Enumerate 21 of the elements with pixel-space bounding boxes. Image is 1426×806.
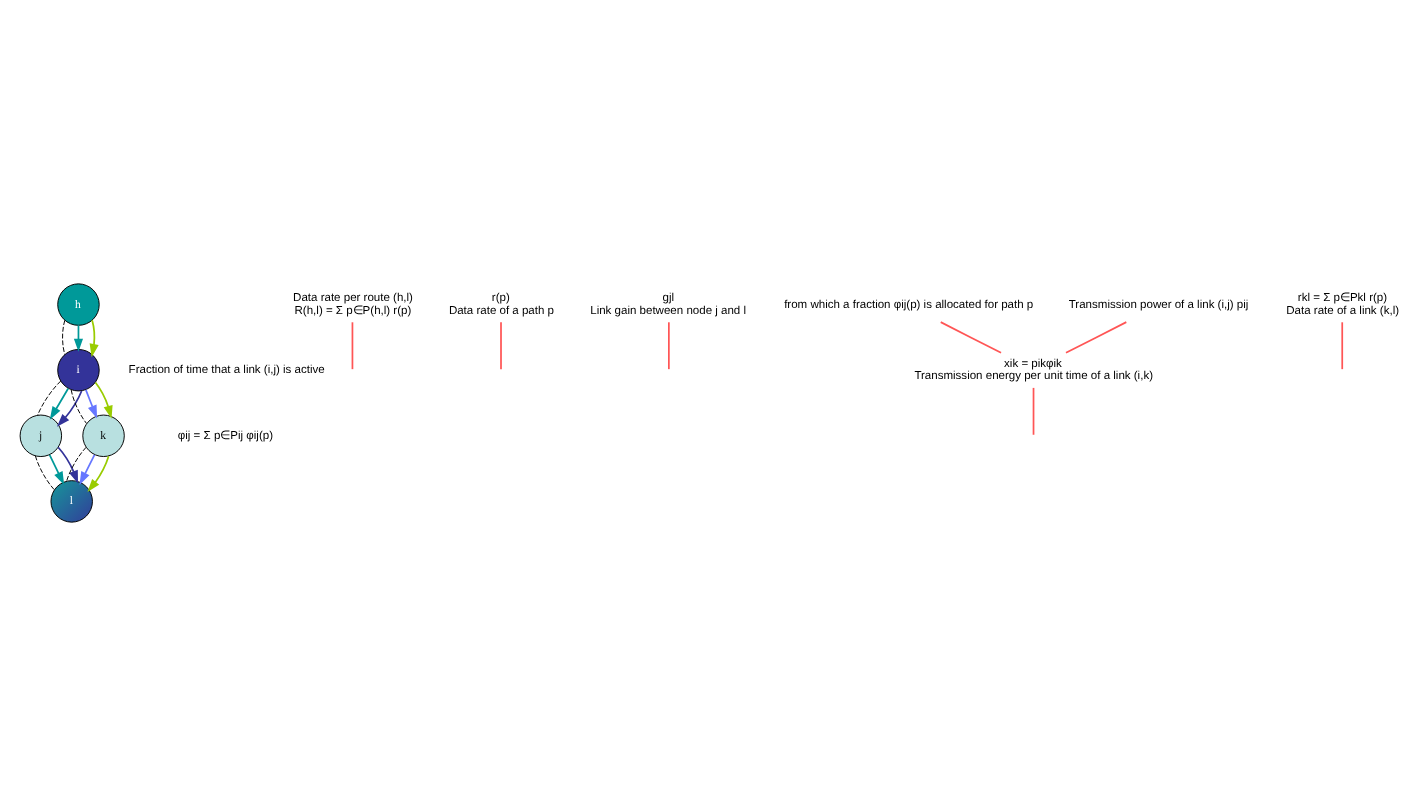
arrow xyxy=(87,455,110,493)
connector xyxy=(62,319,66,356)
connector xyxy=(1341,321,1344,371)
connector xyxy=(70,389,87,424)
arrow xyxy=(57,446,79,484)
connector xyxy=(939,321,1002,354)
connector xyxy=(37,380,62,416)
connector xyxy=(1065,321,1128,354)
arrow xyxy=(56,390,83,427)
connector xyxy=(668,321,670,371)
connector xyxy=(351,321,354,371)
arrow xyxy=(49,387,70,420)
connector xyxy=(500,321,502,371)
connector xyxy=(66,446,87,482)
arrow xyxy=(84,389,98,419)
arrow xyxy=(89,319,99,358)
arrow xyxy=(48,453,65,485)
connector xyxy=(34,455,55,491)
connector xyxy=(1032,387,1035,436)
arrow xyxy=(94,381,113,419)
arrow xyxy=(79,453,96,485)
